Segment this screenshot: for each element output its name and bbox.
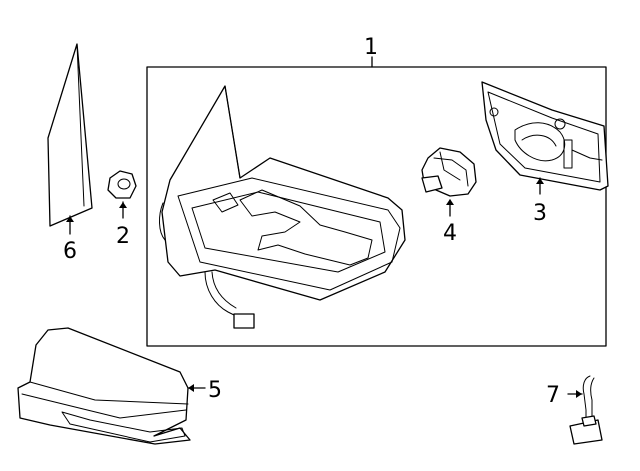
mirror-glass-icon	[47, 43, 93, 227]
bulb-icon	[569, 375, 603, 445]
callout-4: 4	[443, 221, 457, 246]
mirror-cover-icon	[17, 327, 191, 445]
lamp-socket-icon	[421, 147, 477, 197]
callout-1: 1	[364, 35, 378, 60]
callout-3: 3	[533, 201, 547, 226]
callout-6: 6	[63, 239, 77, 264]
mirror-assembly-icon	[159, 85, 406, 329]
callout-5: 5	[208, 378, 222, 403]
mirror-motor-icon	[481, 81, 609, 191]
callout-2: 2	[116, 224, 130, 249]
nut-icon	[107, 170, 137, 199]
assembly-frame	[146, 66, 607, 347]
callout-7: 7	[546, 383, 560, 408]
